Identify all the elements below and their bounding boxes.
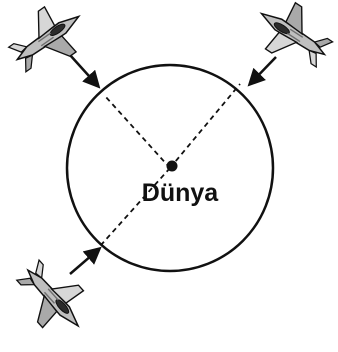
fighter-jet-icon-upper-left xyxy=(2,0,95,82)
center-dot xyxy=(167,161,178,172)
arrow-upper-left xyxy=(70,55,98,86)
fighter-jet-icon-upper-right xyxy=(247,0,338,77)
arrow-upper-right xyxy=(250,57,276,84)
arrow-lower-left xyxy=(70,249,99,274)
fighter-jet-icon-lower-left xyxy=(7,252,98,345)
center-label: Dünya xyxy=(142,179,220,207)
